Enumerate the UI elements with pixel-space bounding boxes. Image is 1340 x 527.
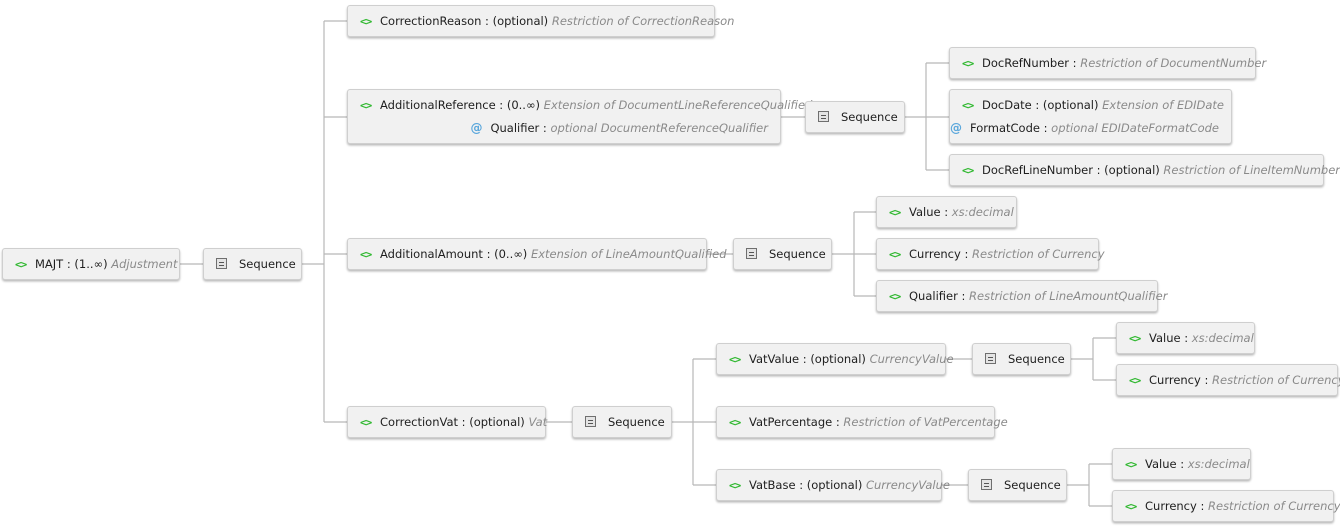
element-icon: <> xyxy=(360,416,372,429)
element-additional-amount[interactable]: <>AdditionalAmount : (0..∞) Extension of… xyxy=(347,238,727,270)
element-vat-value-currency[interactable]: <>Currency : Restriction of Currency xyxy=(1116,364,1340,396)
element-icon: <> xyxy=(1129,332,1141,345)
attribute-icon: @ xyxy=(470,121,483,135)
sequence-additional-reference[interactable]: Sequence xyxy=(805,101,905,133)
sequence-icon xyxy=(985,353,996,364)
element-icon: <> xyxy=(962,99,974,112)
element-majt[interactable]: <>MAJT : (1..∞) Adjustment xyxy=(2,248,180,280)
sequence-icon xyxy=(981,479,992,490)
element-vat-value[interactable]: <>VatValue : (optional) CurrencyValue xyxy=(716,343,954,375)
element-doc-ref-number[interactable]: <>DocRefNumber : Restriction of Document… xyxy=(949,47,1266,79)
element-icon: <> xyxy=(1125,500,1137,513)
attribute-format-code[interactable]: @FormatCode : optional EDIDateFormatCode xyxy=(950,121,1219,135)
element-additional-reference[interactable]: <>AdditionalReference : (0..∞) Extension… xyxy=(347,89,812,144)
element-vat-base-currency[interactable]: <>Currency : Restriction of Currency xyxy=(1112,490,1340,522)
element-icon: <> xyxy=(360,248,372,261)
sequence-icon xyxy=(818,111,829,122)
element-icon: <> xyxy=(962,164,974,177)
element-icon: <> xyxy=(1129,374,1141,387)
element-correction-reason[interactable]: <>CorrectionReason : (optional) Restrict… xyxy=(347,5,734,37)
element-correction-vat[interactable]: <>CorrectionVat : (optional) Vat xyxy=(347,406,547,438)
element-vat-value-value[interactable]: <>Value : xs:decimal xyxy=(1116,322,1255,354)
element-amount-currency[interactable]: <>Currency : Restriction of Currency xyxy=(876,238,1105,270)
element-icon: <> xyxy=(889,248,901,261)
element-amount-value[interactable]: <>Value : xs:decimal xyxy=(876,196,1017,228)
element-vat-base[interactable]: <>VatBase : (optional) CurrencyValue xyxy=(716,469,950,501)
attribute-qualifier[interactable]: @Qualifier : optional DocumentReferenceQ… xyxy=(470,121,768,135)
element-icon: <> xyxy=(729,416,741,429)
element-doc-ref-line-number[interactable]: <>DocRefLineNumber : (optional) Restrict… xyxy=(949,154,1340,186)
sequence-icon xyxy=(216,258,227,269)
element-icon: <> xyxy=(729,479,741,492)
element-icon: <> xyxy=(962,57,974,70)
element-vat-percentage[interactable]: <>VatPercentage : Restriction of VatPerc… xyxy=(716,406,1008,438)
sequence-icon xyxy=(585,416,596,427)
sequence-correction-vat[interactable]: Sequence xyxy=(572,406,672,438)
element-icon: <> xyxy=(729,353,741,366)
element-icon: <> xyxy=(360,15,372,28)
sequence-root[interactable]: Sequence xyxy=(203,248,302,280)
element-vat-base-value[interactable]: <>Value : xs:decimal xyxy=(1112,448,1251,480)
element-doc-date[interactable]: <>DocDate : (optional) Extension of EDID… xyxy=(949,89,1232,144)
attribute-icon: @ xyxy=(950,121,962,135)
sequence-icon xyxy=(746,248,757,259)
element-icon: <> xyxy=(360,99,372,112)
element-amount-qualifier[interactable]: <>Qualifier : Restriction of LineAmountQ… xyxy=(876,280,1167,312)
sequence-additional-amount[interactable]: Sequence xyxy=(733,238,832,270)
sequence-vat-base[interactable]: Sequence xyxy=(968,469,1067,501)
element-icon: <> xyxy=(889,290,901,303)
element-icon: <> xyxy=(15,258,27,271)
sequence-vat-value[interactable]: Sequence xyxy=(972,343,1071,375)
element-icon: <> xyxy=(1125,458,1137,471)
element-icon: <> xyxy=(889,206,901,219)
